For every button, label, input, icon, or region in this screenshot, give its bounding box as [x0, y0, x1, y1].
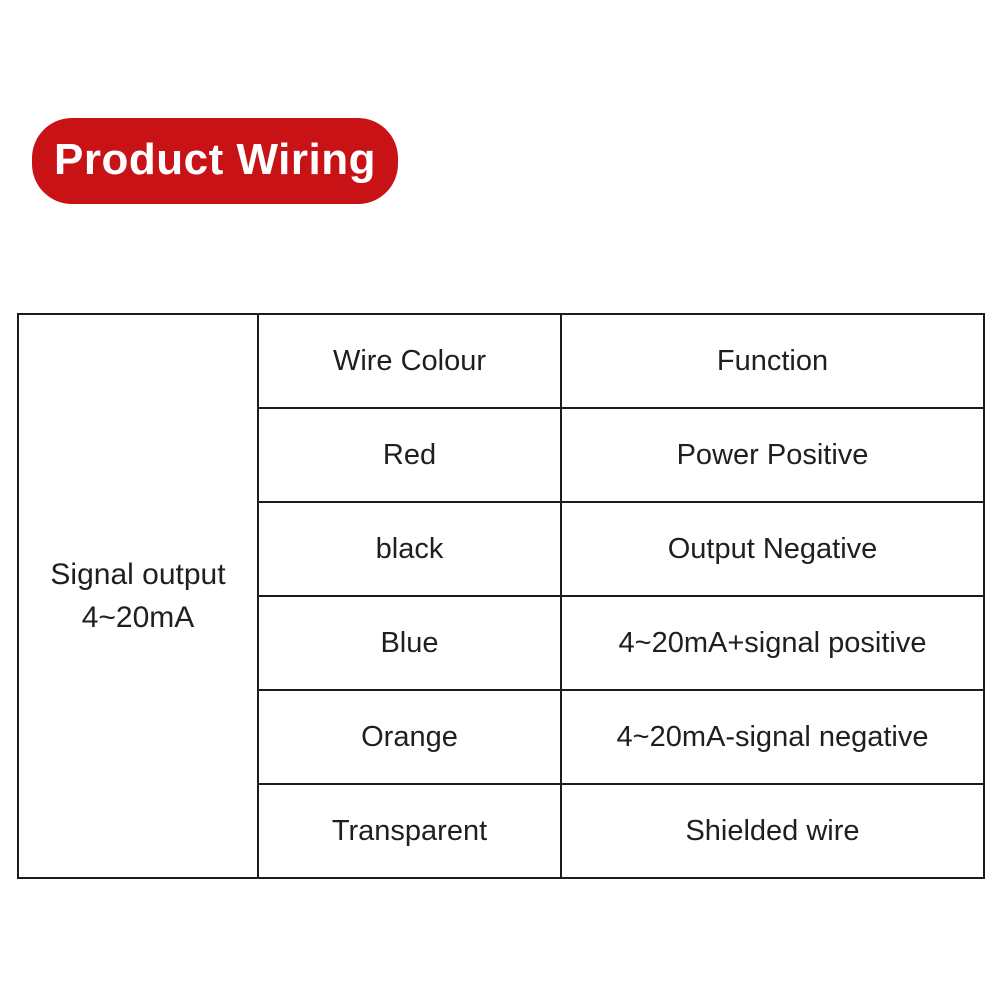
wiring-table: Signal output 4~20mA Wire Colour Functio…: [17, 313, 985, 879]
header-wire-colour: Wire Colour: [257, 313, 562, 409]
header-function: Function: [560, 313, 985, 409]
table-row: black Output Negative: [18, 501, 985, 597]
signal-output-label-line1: Signal output: [50, 557, 226, 591]
wire-colour-cell: black: [257, 501, 562, 597]
table-row: Orange 4~20mA-signal negative: [18, 689, 985, 785]
table-row: Transparent Shielded wire: [18, 783, 985, 879]
signal-output-label-line2: 4~20mA: [81, 601, 195, 634]
wire-colour-cell: Transparent: [257, 783, 562, 879]
function-cell: Power Positive: [560, 407, 985, 503]
table-row: Red Power Positive: [18, 407, 985, 503]
signal-output-merged-cell: Signal output 4~20mA: [17, 313, 259, 879]
table-row: Blue 4~20mA+signal positive: [18, 595, 985, 691]
function-cell: Output Negative: [560, 501, 985, 597]
table-row-header: Signal output 4~20mA Wire Colour Functio…: [17, 313, 985, 879]
wire-colour-cell: Orange: [257, 689, 562, 785]
function-cell: 4~20mA+signal positive: [560, 595, 985, 691]
function-cell: Shielded wire: [560, 783, 985, 879]
function-cell: 4~20mA-signal negative: [560, 689, 985, 785]
product-wiring-badge: Product Wiring: [32, 118, 398, 204]
wire-colour-cell: Blue: [257, 595, 562, 691]
wire-colour-cell: Red: [257, 407, 562, 503]
product-wiring-badge-label: Product Wiring: [54, 135, 376, 184]
